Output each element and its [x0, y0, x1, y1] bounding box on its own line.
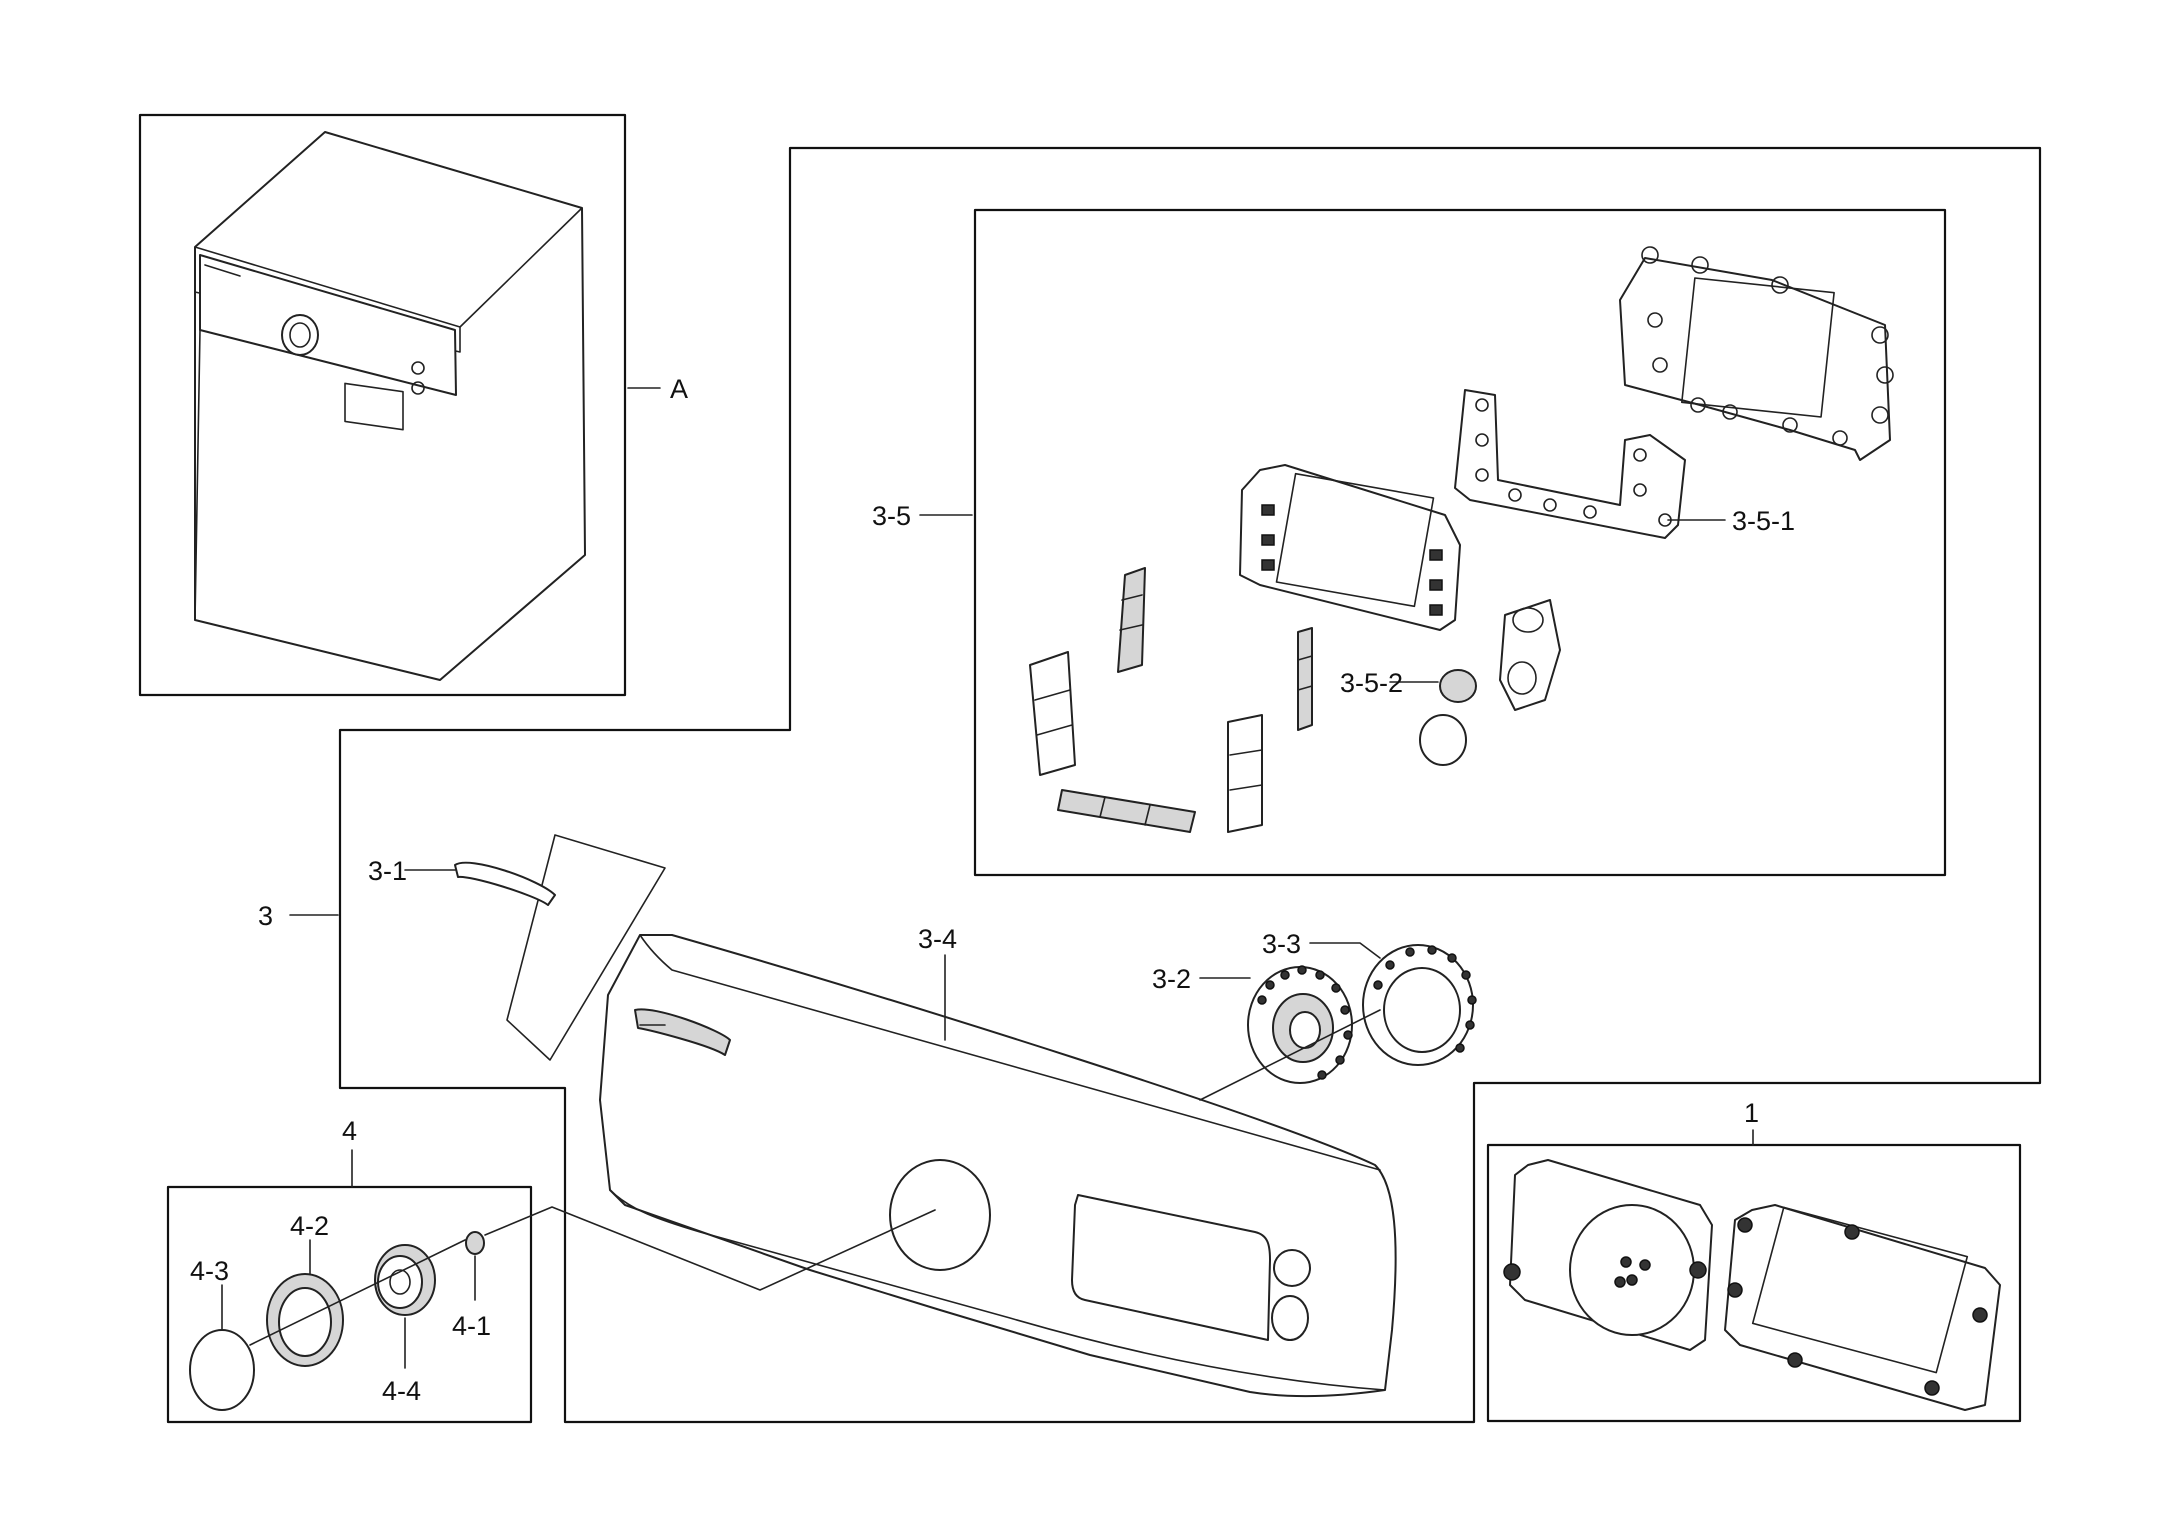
power-button-holder: [1499, 599, 1561, 711]
knob-button-3-5-2: [1419, 669, 1477, 766]
frame-assembly-3-5: [973, 208, 1947, 877]
dial-ring-3-3: [1362, 944, 1477, 1066]
knob-ring-4-2: [266, 1273, 344, 1367]
pcb-display-frame: [1239, 464, 1461, 631]
knob-axis-line: [1199, 1009, 1381, 1101]
label-4-1: 4-1: [452, 1311, 491, 1341]
frame-assembly-1: [1486, 1143, 2022, 1423]
label-a: A: [670, 374, 688, 404]
pcb-module-left: [1503, 1159, 1713, 1351]
frame-assembly-3: [338, 146, 2042, 1424]
label-3: 3: [258, 901, 273, 931]
washer-unit: [194, 131, 586, 681]
label-3-1: 3-1: [368, 856, 407, 886]
label-3-4: 3-4: [918, 924, 957, 954]
control-panel-3-4: [599, 934, 1397, 1398]
pcb-main-board: [1619, 246, 1894, 461]
frame-assembly-a: [138, 113, 627, 697]
label-3-5: 3-5: [872, 501, 911, 531]
badge-sheet: [506, 834, 666, 1061]
frame-assembly-4: [166, 1185, 533, 1424]
button-strip-middle: [1297, 627, 1313, 731]
button-strip-bottom: [1057, 789, 1196, 833]
knob-dial-3-2: [1247, 965, 1353, 1084]
button-strip-left: [1029, 651, 1076, 776]
label-4-2: 4-2: [290, 1211, 329, 1241]
badge-3-1: [454, 861, 556, 906]
label-3-3: 3-3: [1262, 929, 1301, 959]
leader-3-3: [1309, 942, 1381, 959]
pcb-touch-bracket-3-5-1: [1454, 389, 1686, 539]
label-3-2: 3-2: [1152, 964, 1191, 994]
knob-spring-4-1: [465, 1231, 485, 1255]
label-1: 1: [1744, 1098, 1759, 1128]
label-3-5-2: 3-5-2: [1340, 668, 1403, 698]
knob-cap-4-3: [189, 1329, 255, 1411]
label-3-5-1: 3-5-1: [1732, 506, 1795, 536]
pcb-module-right: [1724, 1204, 2001, 1411]
button-strip-upper: [1117, 567, 1146, 673]
button-strip-right: [1227, 714, 1263, 833]
label-4-4: 4-4: [382, 1376, 421, 1406]
label-4: 4: [342, 1116, 357, 1146]
knob-axis-to-panel: [484, 1206, 936, 1291]
knob-axis-left: [249, 1239, 466, 1346]
label-4-3: 4-3: [190, 1256, 229, 1286]
